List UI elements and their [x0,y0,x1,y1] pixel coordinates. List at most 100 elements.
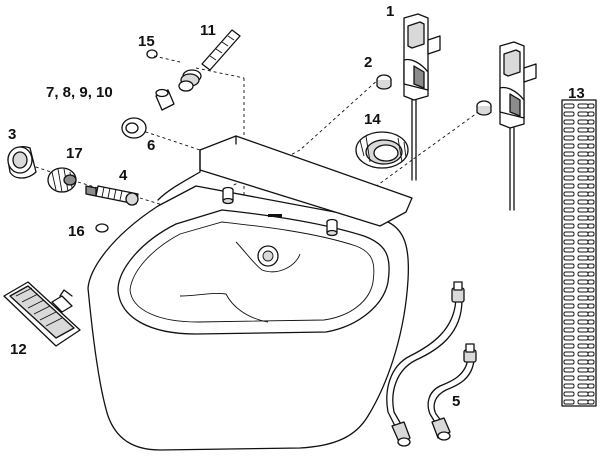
strip-tooth [563,335,575,341]
label-part-7-10: 7, 8, 9, 10 [46,84,113,101]
rim-fixing-bolt-left [222,186,234,205]
rim-fixing-bolt-right [326,218,338,237]
part-5-flexible-hoses [386,281,477,447]
strip-tooth [563,351,575,357]
strip-tooth [587,303,595,309]
strip-tooth [587,279,595,285]
strip-tooth [563,183,575,189]
label-part-4: 4 [119,167,128,184]
strip-tooth [587,351,595,357]
strip-tooth [587,311,595,317]
strip-tooth [563,199,575,205]
strip-tooth [587,391,595,397]
label-part-1: 1 [386,3,394,20]
label-part-13: 13 [568,85,585,102]
strip-tooth [563,207,575,213]
strip-tooth [563,175,575,181]
strip-tooth [587,199,595,205]
strip-tooth [563,135,575,141]
strip-tooth [587,135,595,141]
strip-tooth [587,111,595,117]
strip-tooth [563,359,575,365]
label-part-6: 6 [147,137,155,154]
strip-tooth [587,183,595,189]
strip-tooth [563,239,575,245]
strip-tooth [587,343,595,349]
strip-tooth [563,143,575,149]
strip-tooth [587,167,595,173]
label-part-3: 3 [8,126,16,143]
part-1-mounting-bracket-right [499,41,537,211]
strip-tooth [563,287,575,293]
strip-tooth [563,127,575,133]
strip-tooth [587,295,595,301]
strip-tooth [563,223,575,229]
label-part-2: 2 [364,54,372,71]
label-part-5: 5 [452,393,460,410]
strip-tooth [563,111,575,117]
strip-tooth [587,335,595,341]
part-11-hose-fitting [178,29,241,92]
strip-tooth [587,151,595,157]
strip-tooth [587,239,595,245]
part-2-nut-left [376,74,392,90]
part-3-cover-cap [7,146,37,179]
strip-tooth [563,343,575,349]
strip-tooth [587,247,595,253]
part-2-nut-right [476,100,492,116]
strip-tooth [563,367,575,373]
strip-tooth [563,231,575,237]
label-part-12: 12 [10,341,27,358]
strip-tooth [563,167,575,173]
part-17-knurled-nut [47,167,77,193]
part-13-insulation-strip [561,99,597,407]
strip-tooth [563,215,575,221]
strip-tooth [587,367,595,373]
label-part-11: 11 [200,22,216,39]
strip-tooth [587,263,595,269]
part-7-10-cap [155,88,175,111]
strip-tooth [563,311,575,317]
strip-tooth [563,271,575,277]
strip-tooth [587,231,595,237]
part-16-o-ring [95,223,109,233]
strip-tooth [587,327,595,333]
strip-tooth [563,391,575,397]
strip-tooth [563,191,575,197]
strip-tooth [587,399,595,405]
strip-tooth [563,375,575,381]
strip-tooth [587,103,595,109]
part-6-flat-ring [121,117,147,139]
part-number-labels: 1 2 3 4 5 6 7, 8, 9, 10 11 12 13 14 15 1… [8,3,585,410]
strip-tooth [587,143,595,149]
label-part-16: 16 [68,223,85,240]
strip-tooth [587,159,595,165]
strip-tooth [587,223,595,229]
strip-tooth [587,359,595,365]
strip-tooth [563,247,575,253]
strip-tooth [587,255,595,261]
strip-tooth [587,319,595,325]
strip-tooth [563,255,575,261]
part-12-actuator-plate [3,281,81,347]
strip-tooth [563,103,575,109]
part-1-mounting-bracket-left [403,13,441,181]
strip-tooth [587,127,595,133]
strip-tooth [563,399,575,405]
label-part-15: 15 [138,33,155,50]
strip-tooth [563,279,575,285]
strip-tooth [587,375,595,381]
strip-tooth [563,295,575,301]
strip-tooth [563,303,575,309]
strip-tooth [587,271,595,277]
strip-tooth [587,215,595,221]
strip-tooth [563,263,575,269]
strip-tooth [587,287,595,293]
strip-tooth [563,159,575,165]
part-15-o-ring [146,49,158,59]
strip-tooth [563,119,575,125]
strip-tooth [587,191,595,197]
wall-hung-toilet-bowl [87,135,413,451]
label-part-17: 17 [66,145,83,162]
